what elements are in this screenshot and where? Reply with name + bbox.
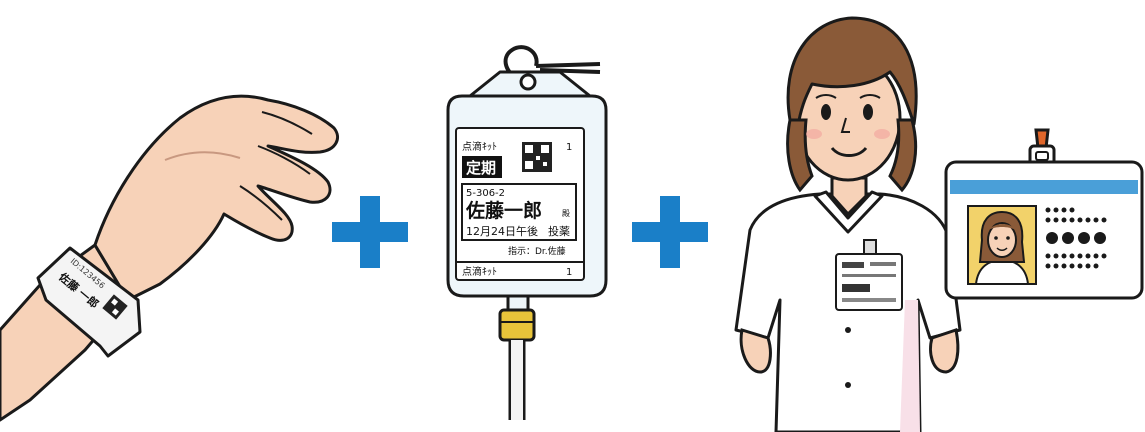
id-card-band <box>950 180 1138 194</box>
iv-bag: 点滴ｷｯﾄ 1 定期 5-306-2 佐藤一郎 殿 12月24日午後 投薬 指示… <box>448 47 606 420</box>
id-card-photo <box>976 212 1028 284</box>
iv-port <box>508 296 528 310</box>
nurse-left-hand <box>741 330 770 372</box>
iv-label-schedule: 12月24日午後 <box>466 224 538 238</box>
staff-id-card <box>946 130 1142 298</box>
plus-icon <box>332 196 408 268</box>
iv-label-action: 投薬 <box>548 224 570 238</box>
nurse-eye-right <box>863 104 873 120</box>
iv-label-patient-code: 5-306-2 <box>466 188 505 199</box>
iv-label-patient-name: 佐藤一郎 <box>465 199 542 222</box>
iv-label-footer: 点滴ｷｯﾄ <box>462 265 497 278</box>
nurse-cheek <box>874 129 890 139</box>
iv-tube-connector <box>500 310 534 340</box>
iv-label-category: 定期 <box>466 159 496 177</box>
iv-label-footer-num: 1 <box>566 267 572 278</box>
nurse-button <box>845 382 851 388</box>
nurse-right-hand <box>931 330 958 372</box>
nurse-cheek <box>806 129 822 139</box>
plus-icon <box>632 196 708 268</box>
iv-label-honorific: 殿 <box>562 209 570 218</box>
iv-label-instruction: 指示：Dr.佐藤 <box>508 245 566 257</box>
hand-with-wristband: ID:123456 佐藤 一郎 <box>0 96 338 420</box>
iv-label-header: 点滴ｷｯﾄ <box>462 140 497 153</box>
nurse-eye-left <box>821 104 831 120</box>
nurse-button <box>845 327 851 333</box>
iv-label-header-num: 1 <box>566 142 572 153</box>
nurse-character <box>736 18 960 432</box>
iv-label-qr-code <box>522 142 552 172</box>
